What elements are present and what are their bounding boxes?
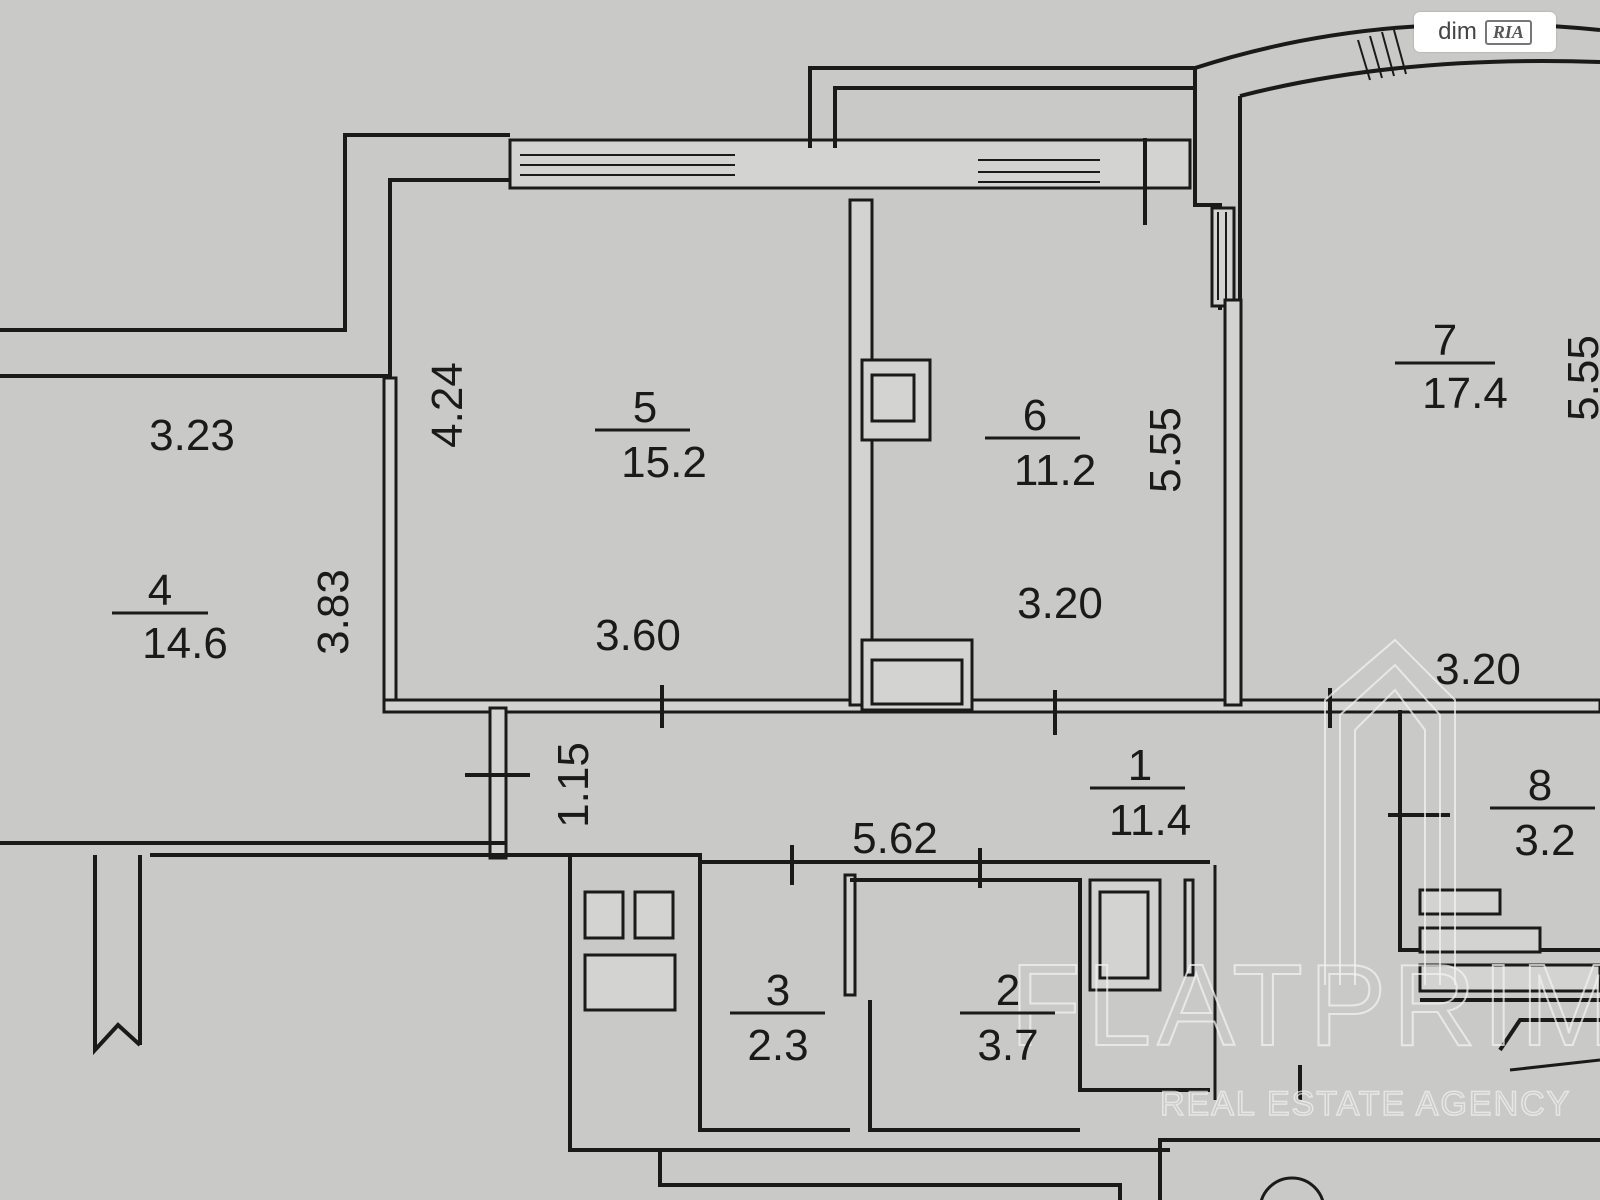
watermark-subtitle: REAL ESTATE AGENCY <box>1160 1085 1571 1123</box>
exterior-walls <box>0 22 1600 378</box>
dim-corridor-length: 5.62 <box>852 814 938 863</box>
room-8-number: 8 <box>1528 761 1552 810</box>
dim-room4-height: 3.83 <box>309 569 358 655</box>
dimension-labels: 3.23 3.83 4.24 3.60 5.55 3.20 5.55 3.20 … <box>149 335 1600 863</box>
dim-room6-height: 5.55 <box>1141 407 1190 493</box>
room-7-label: 7 17.4 <box>1395 316 1508 418</box>
room-labels: 4 14.6 5 15.2 6 11.2 7 17.4 1 11.4 8 3.2 <box>112 316 1595 1070</box>
interior-walls <box>0 198 1600 1200</box>
room-8-label: 8 3.2 <box>1490 761 1595 865</box>
room-5-number: 5 <box>633 383 657 432</box>
room-7-number: 7 <box>1433 316 1457 365</box>
room-2-area: 3.7 <box>977 1021 1038 1070</box>
room-8-area: 3.2 <box>1514 816 1575 865</box>
room-3-label: 3 2.3 <box>730 966 825 1070</box>
watermark: FLATPRIME REAL ESTATE AGENCY <box>1009 638 1600 1124</box>
room-5-label: 5 15.2 <box>595 383 707 487</box>
watermark-brand: FLATPRIME <box>1010 940 1600 1070</box>
dim-room4-width: 3.23 <box>149 411 235 460</box>
dimria-logo-dim: dim <box>1438 18 1477 45</box>
room-2-number: 2 <box>996 966 1020 1015</box>
room-1-area: 11.4 <box>1109 796 1191 845</box>
room-4-area: 14.6 <box>142 619 228 668</box>
room-4-number: 4 <box>148 566 172 615</box>
room-2-label: 2 3.7 <box>960 966 1055 1070</box>
room-6-area: 11.2 <box>1014 446 1096 495</box>
room-3-number: 3 <box>766 966 790 1015</box>
dim-room5-width: 3.60 <box>595 611 681 660</box>
room-5-area: 15.2 <box>621 438 707 487</box>
dimria-logo-ria: RIA <box>1484 19 1532 45</box>
room-6-label: 6 11.2 <box>985 391 1096 495</box>
room-3-area: 2.3 <box>747 1021 808 1070</box>
dim-room5-height: 4.24 <box>423 362 472 448</box>
room-7-area: 17.4 <box>1422 369 1508 418</box>
dim-corridor-width: 1.15 <box>549 742 598 828</box>
room-4-label: 4 14.6 <box>112 566 228 668</box>
dim-room7-width: 3.20 <box>1435 645 1521 694</box>
room-1-label: 1 11.4 <box>1090 741 1191 845</box>
room-6-number: 6 <box>1023 391 1047 440</box>
dimria-logo: dim RIA <box>1414 12 1556 52</box>
dim-room7-height: 5.55 <box>1559 335 1600 421</box>
room-1-number: 1 <box>1128 741 1152 790</box>
dim-room6-width: 3.20 <box>1017 579 1103 628</box>
